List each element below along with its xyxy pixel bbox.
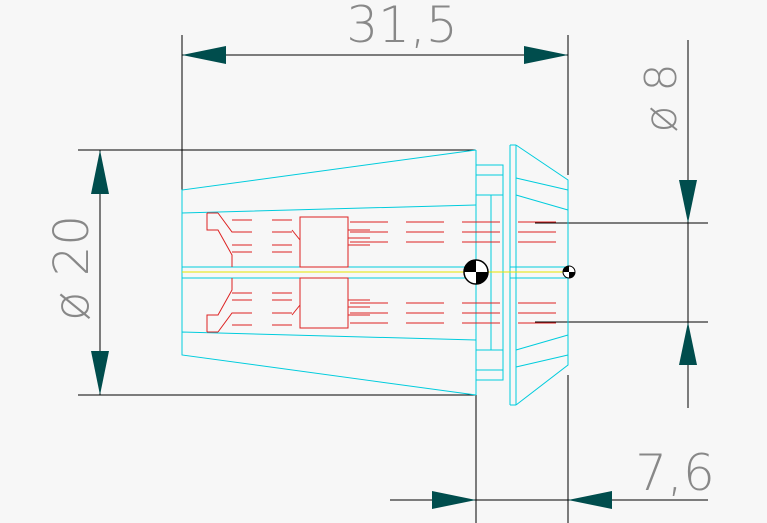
arrow-bottom-d8 xyxy=(679,322,697,365)
dim-label-bore-diameter: ø 8 xyxy=(636,64,687,133)
center-mark-small-icon xyxy=(562,265,576,279)
arrow-left-7-6 xyxy=(432,491,476,509)
dim-label-outer-diameter: ø 20 xyxy=(44,215,100,321)
dim-label-head-length: 7,6 xyxy=(635,444,715,502)
dim-label-length-total: 31,5 xyxy=(346,0,457,54)
dimension-arrows xyxy=(91,46,697,509)
arrow-right-7-6 xyxy=(568,491,612,509)
arrow-left-31-5 xyxy=(182,46,226,64)
arrow-top-d8 xyxy=(679,180,697,223)
center-mark-large-icon xyxy=(463,259,489,285)
dimension-lines xyxy=(78,35,708,523)
inner-bore-lines xyxy=(206,212,568,333)
arrow-bottom-d20 xyxy=(91,351,109,395)
arrow-top-d20 xyxy=(91,150,109,194)
collet-outline xyxy=(181,144,569,406)
arrow-right-31-5 xyxy=(524,46,568,64)
